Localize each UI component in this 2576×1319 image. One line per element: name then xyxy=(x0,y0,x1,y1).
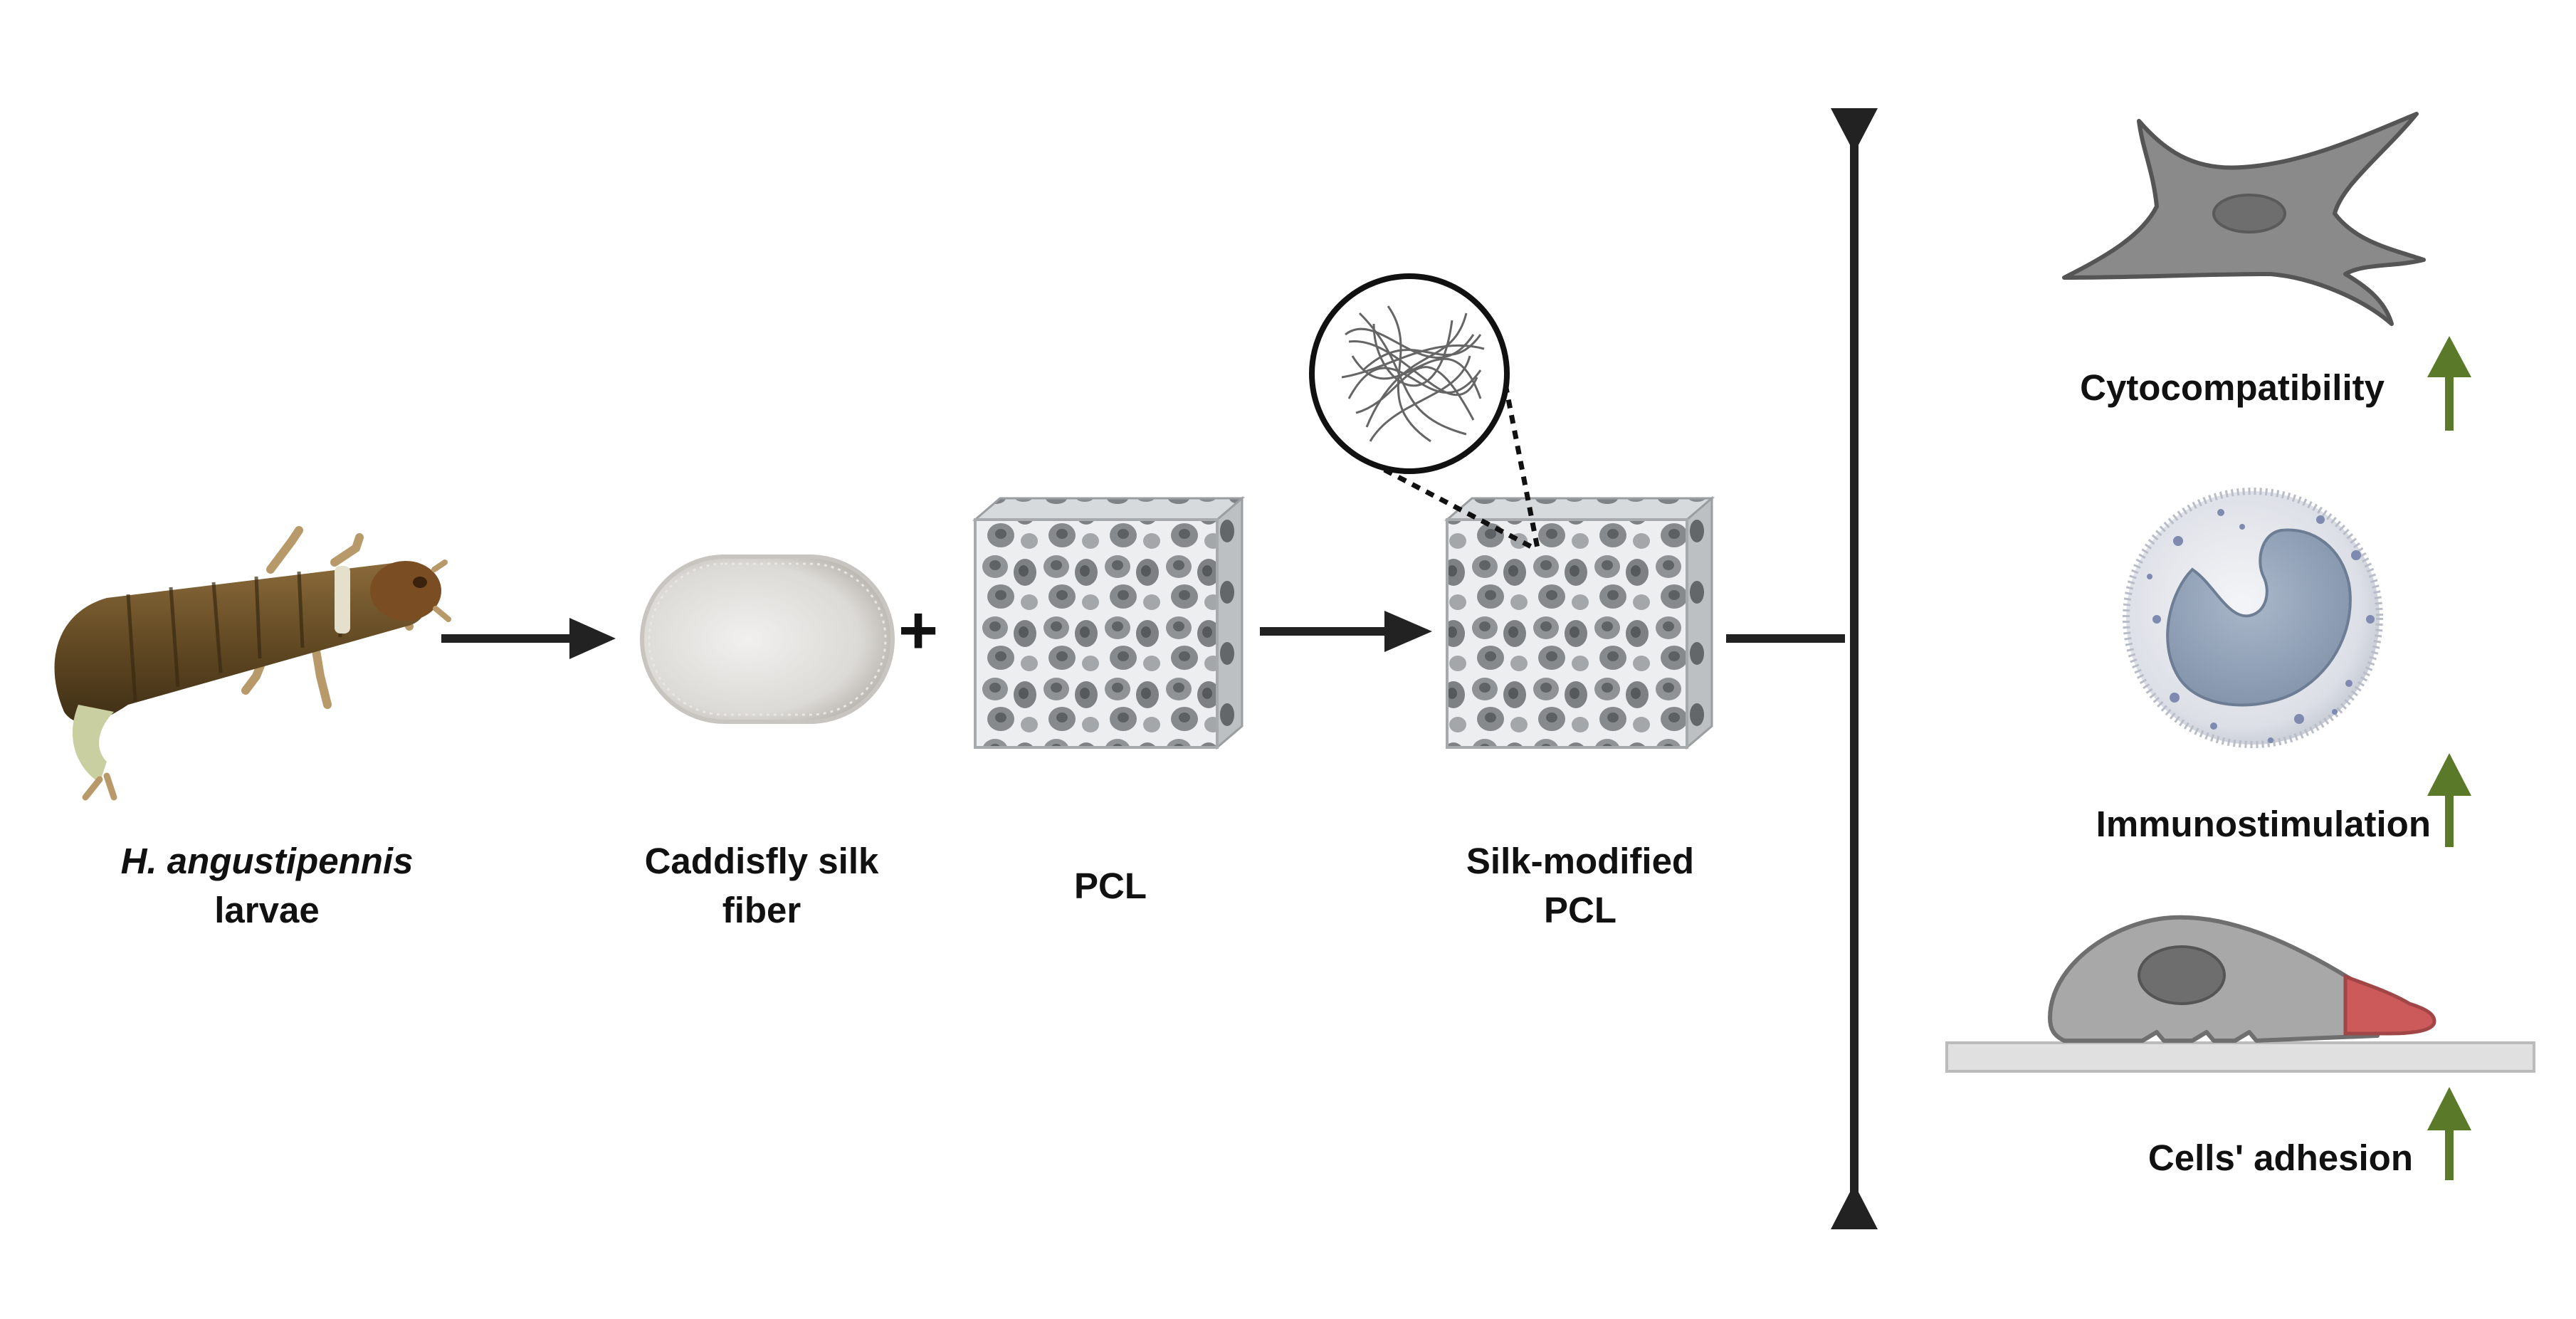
plus-operator: + xyxy=(898,592,939,668)
silk-fiber-cocoon xyxy=(640,555,895,724)
fibroblast-cell xyxy=(2062,112,2426,326)
silk-modified-pcl-scaffold xyxy=(1444,495,1715,750)
pcl-label: PCL xyxy=(1074,866,1147,906)
cytocompatibility-label: Cytocompatibility xyxy=(2080,367,2385,408)
silk-modified-line1: Silk-modified xyxy=(1466,841,1695,881)
larvae-suffix: larvae xyxy=(214,890,320,930)
fiber-zoom-callout xyxy=(1309,273,1540,551)
larva-leg xyxy=(330,533,364,567)
species-name: H. angustipennis xyxy=(120,841,414,881)
silk-fiber-label: Caddisfly silk fiber xyxy=(584,836,940,935)
silk-fiber-line1: Caddisfly silk xyxy=(644,841,879,881)
larva-illustration xyxy=(54,526,451,801)
process-arrow xyxy=(1260,611,1432,652)
immunostimulation-label: Immunostimulation xyxy=(2096,804,2431,844)
trend-up-arrow xyxy=(2427,753,2471,847)
outcome-bracket xyxy=(1831,108,1878,1229)
larva-leg xyxy=(266,526,303,574)
substrate-plate xyxy=(1945,1041,2535,1073)
silk-modified-pcl-label: Silk-modified PCL xyxy=(1395,836,1765,935)
silk-fiber-line2: fiber xyxy=(722,890,801,930)
larva-head xyxy=(370,561,441,621)
silk-modified-line2: PCL xyxy=(1544,890,1616,930)
cells-adhesion-label: Cells' adhesion xyxy=(2147,1137,2413,1178)
process-arrow xyxy=(441,618,616,659)
pcl-scaffold xyxy=(972,495,1246,750)
trend-up-arrow xyxy=(2427,336,2471,431)
larva-collar xyxy=(335,566,350,634)
adhering-cell xyxy=(1945,915,2535,1073)
trend-up-arrow xyxy=(2427,1087,2471,1180)
larva-tail xyxy=(72,705,114,783)
immune-cell xyxy=(2123,488,2383,748)
larvae-label: H. angustipennis larvae xyxy=(64,836,470,935)
